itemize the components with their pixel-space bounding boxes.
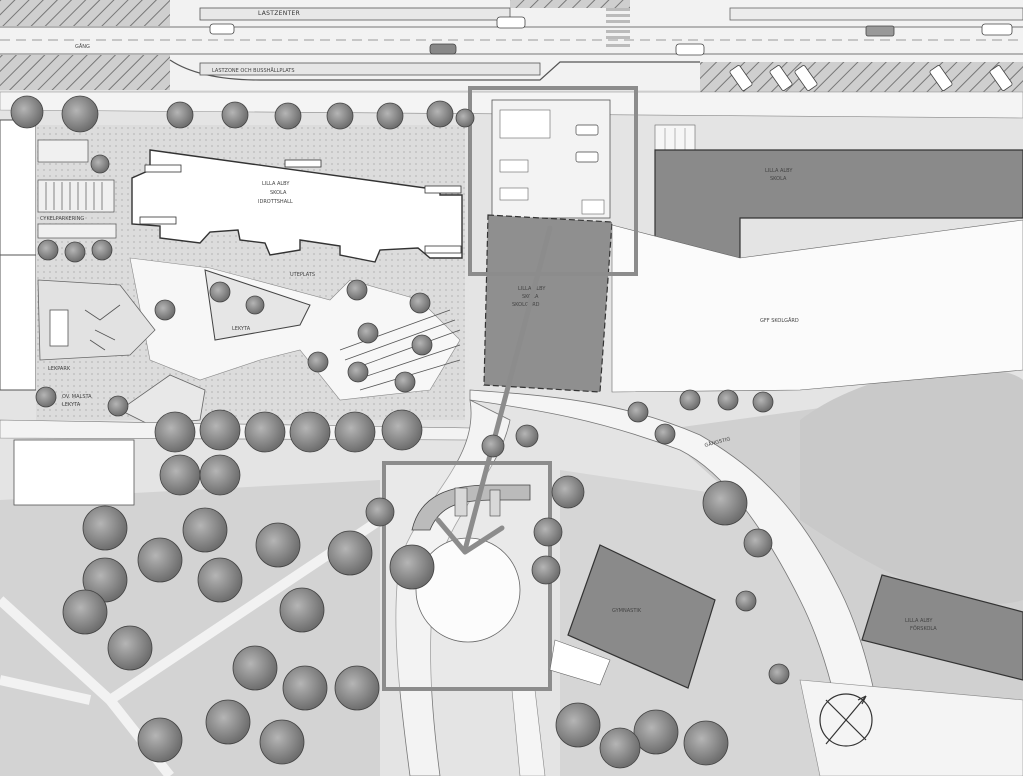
street-top-label: LASTZENTER	[258, 10, 300, 17]
parking-lot	[491, 99, 696, 219]
arrow-icon	[435, 225, 553, 555]
highlight-frame-upper	[468, 86, 638, 276]
play-area-west	[37, 279, 156, 361]
school-main-label-3: IDROTTSHALL	[258, 199, 293, 205]
street-lower-label: LASTZONE OCH BUSSHÅLLPLATS	[212, 67, 295, 74]
school-main-label-1: LILLA ALBY	[262, 181, 290, 187]
bottom-left-label-2: LEKYTA	[62, 402, 81, 408]
west-label: LEKPARK	[48, 366, 71, 372]
school-east-label-1: LILLA ALBY	[765, 168, 793, 174]
school-east-label-2: SKOLA	[770, 176, 787, 182]
north-arrow-icon	[819, 693, 873, 747]
playground-label: LEKYTA	[232, 326, 251, 332]
bike-parking-label: CYKELPARKERING	[40, 216, 84, 222]
gym-label: GYMNASTIK	[612, 608, 642, 614]
school-main-building: LILLA ALBY SKOLA IDROTTSHALL	[131, 149, 463, 263]
preschool-label-1: LILLA ALBY	[905, 618, 933, 624]
preschool-label-2: FÖRSKOLA	[910, 625, 937, 632]
gym-building: GYMNASTIK	[567, 544, 716, 689]
bottom-left-label: OV. MALSTA	[62, 394, 92, 400]
bike-parking	[37, 139, 117, 239]
trees	[10, 95, 790, 769]
street-mid-label: GÅNG	[75, 43, 90, 50]
sports-field: GFF SKOLGÅRD	[611, 219, 1023, 393]
preschool-building: LILLA ALBY FÖRSKOLA	[861, 574, 1023, 681]
courtyard-label-3: SKOLGÅRD	[512, 301, 540, 308]
outdoor-area-label: UTEPLATS	[290, 272, 315, 278]
school-main-label-2: SKOLA	[270, 190, 287, 196]
street-area: LASTZENTER GÅNG LASTZONE OCH BUSSHÅLLPLA…	[0, 0, 1023, 96]
field-label: GFF SKOLGÅRD	[760, 317, 799, 324]
